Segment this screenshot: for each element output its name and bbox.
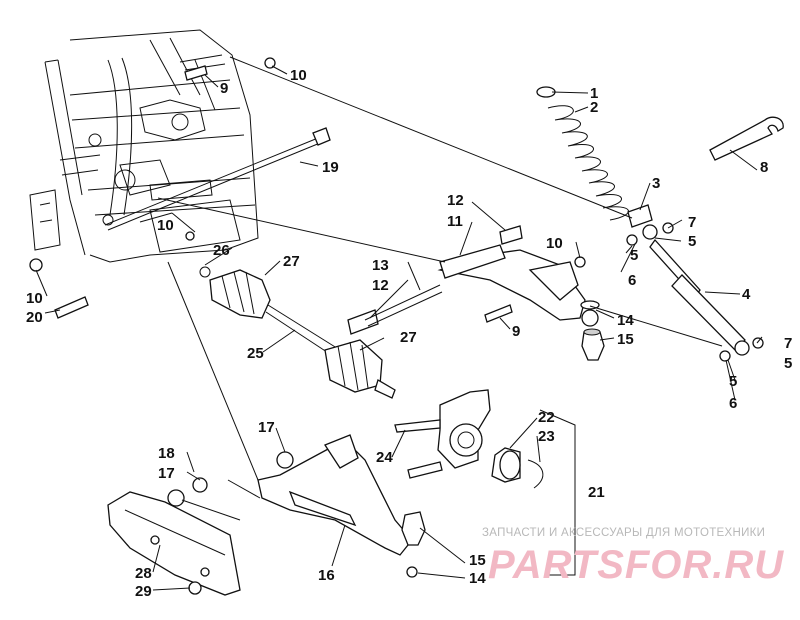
coil-spring xyxy=(547,105,629,221)
callout-11: 11 xyxy=(447,213,463,230)
callout-20: 20 xyxy=(26,309,43,326)
callout-21: 21 xyxy=(588,484,605,501)
callout-15-lower: 15 xyxy=(469,552,486,569)
wheel-bearing xyxy=(491,447,544,489)
callout-5-upper-left: 5 xyxy=(630,247,638,264)
callout-9-top: 9 xyxy=(220,80,228,97)
callout-14-upper: 14 xyxy=(617,312,634,329)
callout-3: 3 xyxy=(652,175,660,192)
callout-26: 26 xyxy=(213,242,230,259)
lower-ball-joint xyxy=(401,511,426,578)
callout-22: 22 xyxy=(538,409,555,426)
watermark-subtitle: ЗАПЧАСТИ И АКСЕССУАРЫ ДЛЯ МОТОТЕХНИКИ xyxy=(482,527,766,539)
callout-10-top: 10 xyxy=(290,67,307,84)
callout-6-lower: 6 xyxy=(729,395,737,412)
upper-ball-joint xyxy=(580,300,605,361)
leader-lines xyxy=(35,56,763,591)
callout-10-arm: 10 xyxy=(546,235,563,252)
callout-8: 8 xyxy=(760,159,768,176)
callout-12-mid: 12 xyxy=(372,277,389,294)
callout-7-lower: 7 xyxy=(784,335,792,352)
callout-29: 29 xyxy=(135,583,152,600)
callout-7-upper: 7 xyxy=(688,214,696,231)
lower-a-arm xyxy=(167,434,413,556)
callout-10-frame: 10 xyxy=(157,217,174,234)
callout-17-left: 17 xyxy=(158,465,175,482)
callout-5-lower-left: 5 xyxy=(729,373,737,390)
upper-bushings xyxy=(347,225,586,335)
callout-27-mid: 27 xyxy=(400,329,417,346)
callout-18: 18 xyxy=(158,445,175,462)
frame-assembly xyxy=(29,29,259,263)
long-bolt xyxy=(104,127,331,231)
steering-knuckle xyxy=(394,389,491,479)
upper-a-arm xyxy=(437,244,599,327)
callout-6-upper: 6 xyxy=(628,272,636,289)
callout-16: 16 xyxy=(318,567,335,584)
callout-14-lower: 14 xyxy=(469,570,486,587)
callout-9-mid: 9 xyxy=(512,323,520,340)
callout-1: 1 xyxy=(590,85,598,102)
callout-12-top: 12 xyxy=(447,192,464,209)
watermark-logo: PARTSFOR.RU xyxy=(488,543,785,587)
callout-25: 25 xyxy=(247,345,264,362)
frame-fasteners xyxy=(29,57,276,319)
callout-10-left: 10 xyxy=(26,290,43,307)
callout-15-upper: 15 xyxy=(617,331,634,348)
callout-23: 23 xyxy=(538,428,555,445)
callout-4: 4 xyxy=(742,286,751,303)
callout-labels: 1 2 3 4 5 5 5 5 6 6 7 7 8 9 9 10 10 10 1… xyxy=(26,67,792,600)
shock-absorber xyxy=(626,204,764,362)
callout-19: 19 xyxy=(322,159,339,176)
callout-24: 24 xyxy=(376,449,393,466)
callout-13: 13 xyxy=(372,257,389,274)
drive-axle xyxy=(209,269,396,399)
callout-2: 2 xyxy=(590,99,598,116)
callout-28: 28 xyxy=(135,565,152,582)
callout-27-top: 27 xyxy=(283,253,300,270)
callout-5-upper-right: 5 xyxy=(688,233,696,250)
skid-plate xyxy=(107,491,241,596)
callout-17-top: 17 xyxy=(258,419,275,436)
spanner-wrench xyxy=(709,116,784,161)
callout-5-lower-right: 5 xyxy=(784,355,792,372)
